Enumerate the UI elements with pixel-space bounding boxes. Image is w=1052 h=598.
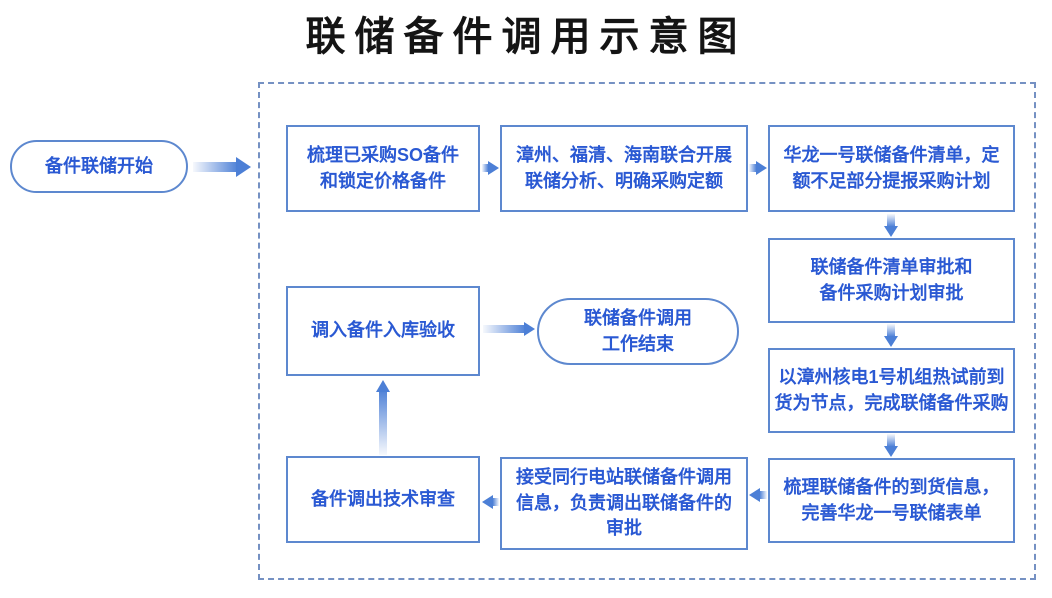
step-hualong-list-procurement-plan: 华龙一号联储备件清单，定 额不足部分提报采购计划 — [768, 125, 1015, 212]
node-label-line: 额不足部分提报采购计划 — [792, 170, 991, 191]
process-boundary-frame — [258, 82, 1036, 580]
node-label-line: 梳理已采购SO备件 — [306, 144, 459, 165]
node-label-line: 梳理联储备件的到货信息， — [783, 476, 1000, 497]
arrow-right-icon — [193, 157, 251, 177]
node-label-line: 备件调出技术审查 — [311, 488, 455, 509]
page-title: 联储备件调用示意图 — [305, 15, 747, 59]
step-sort-purchased-so-parts: 梳理已采购SO备件 和锁定价格备件 — [286, 125, 480, 212]
start-terminator: 备件联储开始 — [10, 140, 188, 193]
step-complete-procurement: 以漳州核电1号机组热试前到 货为节点，完成联储备件采购 — [768, 348, 1015, 433]
arrow-down-icon — [884, 214, 898, 237]
step-inbound-acceptance: 调入备件入库验收 — [286, 286, 480, 376]
arrow-up-icon — [376, 380, 390, 455]
node-label-line: 漳州、福清、海南联合开展 — [516, 144, 732, 165]
node-label-line: 以漳州核电1号机组热试前到 — [778, 366, 1005, 387]
arrow-down-icon — [884, 434, 898, 457]
step-arrival-info-form: 梳理联储备件的到货信息， 完善华龙一号联储表单 — [768, 458, 1015, 543]
node-label-line: 备件采购计划审批 — [819, 282, 964, 303]
node-label-line: 联储备件调用 — [584, 307, 692, 328]
node-label-line: 信息，负责调出联储备件的 — [516, 492, 732, 513]
arrow-right-icon — [483, 321, 535, 337]
node-label-line: 接受同行电站联储备件调用 — [516, 467, 732, 488]
end-terminator: 联储备件调用 工作结束 — [537, 298, 739, 365]
node-label-line: 备件联储开始 — [45, 155, 153, 176]
node-label-line: 联储备件清单审批和 — [810, 256, 973, 277]
node-label-line: 调入备件入库验收 — [311, 320, 455, 341]
node-label-line: 完善华龙一号联储表单 — [801, 502, 982, 523]
step-list-and-plan-approval: 联储备件清单审批和 备件采购计划审批 — [768, 238, 1015, 323]
node-label-line: 和锁定价格备件 — [320, 170, 446, 191]
node-label-line: 华龙一号联储备件清单，定 — [783, 144, 1000, 165]
node-label-line: 联储分析、明确采购定额 — [525, 170, 723, 191]
step-accept-transfer-request-approval: 接受同行电站联储备件调用 信息，负责调出联储备件的 审批 — [500, 457, 748, 550]
step-joint-analysis: 漳州、福清、海南联合开展 联储分析、明确采购定额 — [500, 125, 748, 212]
arrow-right-icon — [482, 161, 499, 175]
node-label-line: 审批 — [606, 518, 642, 539]
arrow-down-icon — [884, 324, 898, 347]
node-label-line: 工作结束 — [602, 333, 674, 354]
arrow-left-icon — [482, 495, 499, 509]
node-label-line: 货为节点，完成联储备件采购 — [774, 392, 1009, 413]
step-transfer-out-tech-review: 备件调出技术审查 — [286, 456, 480, 543]
arrow-left-icon — [749, 488, 767, 502]
arrow-right-icon — [749, 161, 767, 175]
